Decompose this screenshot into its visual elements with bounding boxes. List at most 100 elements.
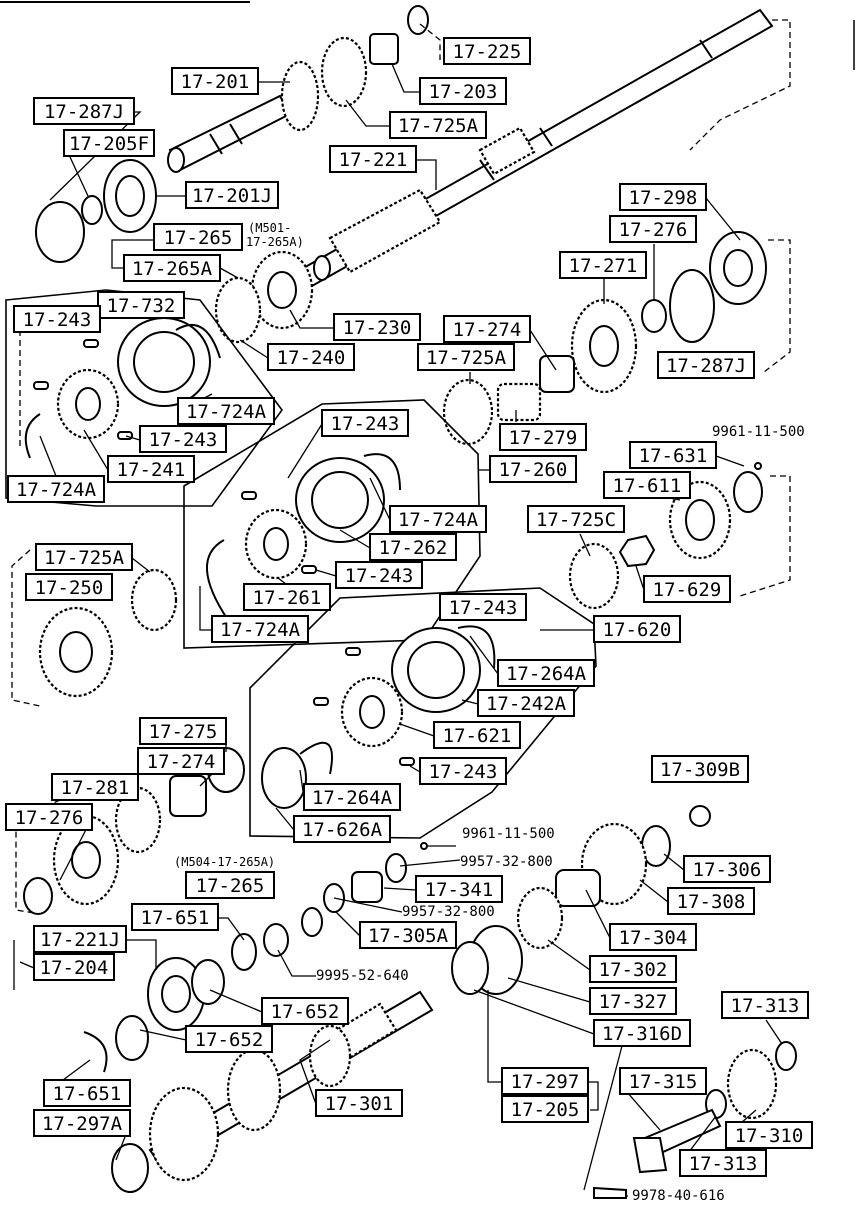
synchro-ring-icon [320, 36, 368, 108]
circlip-icon [407, 5, 429, 35]
label-text: 17-725A [398, 115, 479, 137]
label-box [33, 97, 135, 125]
part-label-17-629: 17-629 [643, 575, 731, 603]
label-box [329, 145, 417, 173]
ball-bearing-icon [103, 159, 157, 233]
label-box [7, 475, 105, 503]
label-text: 17-310 [735, 1125, 804, 1147]
label-box [137, 747, 225, 775]
label-text: 17-626A [302, 819, 383, 841]
label-box [619, 183, 707, 211]
label-box [443, 37, 531, 65]
label-text: 17-297 [511, 1071, 580, 1093]
label-text: 17-281 [61, 777, 130, 799]
spring-ring-icon [457, 625, 496, 669]
synchro-hub-icon [56, 368, 120, 440]
label-box [589, 955, 677, 983]
dash-line [11, 549, 41, 707]
part-label-17-264A-b: 17-264A [303, 783, 401, 811]
gear-icon [668, 480, 732, 560]
part-label-17-306: 17-306 [683, 855, 771, 883]
key-icon [33, 381, 49, 390]
circlip-icon [81, 195, 103, 225]
label-box [185, 871, 275, 899]
label-text: 17-631 [639, 445, 708, 467]
part-label-17-301: 17-301 [315, 1089, 403, 1117]
dash-line [739, 475, 791, 597]
plain-part-numbers: 9961-11-5009961-11-5009957-32-8009957-32… [316, 424, 805, 1204]
label-text: 17-274 [453, 319, 522, 341]
thrust-washer-icon [775, 1041, 797, 1071]
circlip-icon [83, 1031, 108, 1073]
thrust-washer-icon [641, 299, 667, 333]
label-box [243, 583, 331, 611]
label-box [51, 773, 139, 801]
part-number-pn-9957-a: 9957-32-800 [460, 854, 553, 870]
bearing-icon [641, 825, 671, 867]
label-box [335, 561, 423, 589]
key-icon [399, 757, 415, 766]
part-label-17-221J: 17-221J [33, 925, 127, 953]
part-label-17-260: 17-260 [489, 455, 577, 483]
part-label-17-264A-a: 17-264A [497, 659, 595, 687]
gear-icon [52, 814, 120, 906]
part-label-17-652-b: 17-652 [185, 1025, 273, 1053]
part-number-pn-9961-b: 9961-11-500 [462, 826, 555, 842]
label-box [131, 903, 219, 931]
part-label-17-242A: 17-242A [477, 689, 575, 717]
gear-icon [570, 298, 638, 394]
part-label-17-310: 17-310 [725, 1121, 813, 1149]
part-label-17-276-b: 17-276 [5, 803, 93, 831]
part-label-17-274-a: 17-274 [443, 315, 531, 343]
label-text: 17-724A [186, 401, 267, 423]
part-label-17-725A-b: 17-725A [417, 343, 515, 371]
input-shaft [167, 60, 320, 173]
part-label-17-241: 17-241 [107, 455, 195, 483]
label-box [139, 717, 227, 745]
part-label-17-297A: 17-297A [33, 1109, 131, 1137]
label-text: 17-204 [40, 957, 109, 979]
label-box [185, 1025, 273, 1053]
part-label-17-652-a: 17-652 [261, 997, 349, 1025]
part-label-17-724A-d: 17-724A [211, 615, 309, 643]
part-label-17-243-e: 17-243 [439, 593, 527, 621]
label-box [293, 815, 391, 843]
part-label-17-243-b: 17-243 [321, 409, 409, 437]
label-text: 17-725A [426, 347, 507, 369]
part-label-17-243-d: 17-243 [335, 561, 423, 589]
label-text: 17-306 [693, 859, 762, 881]
label-box [619, 1067, 707, 1095]
part-label-17-250: 17-250 [25, 573, 113, 601]
label-box [5, 803, 93, 831]
part-label-17-298: 17-298 [619, 183, 707, 211]
label-text: 17-205F [69, 133, 149, 155]
label-text: 17-302 [599, 959, 668, 981]
part-label-17-725A-c: 17-725A [35, 543, 133, 571]
part-number-pn-9978: 9978-40-616 [632, 1188, 725, 1204]
gear-icon [250, 250, 314, 330]
label-text: 17-242A [486, 693, 567, 715]
label-text: 17-313 [731, 995, 800, 1017]
label-text: 17-261 [253, 587, 322, 609]
lock-nut-icon [618, 534, 656, 568]
washer-icon [263, 923, 289, 957]
part-label-17-243-a: 17-243 [13, 305, 101, 333]
part-label-17-631: 17-631 [629, 441, 717, 469]
label-box [603, 471, 691, 499]
label-box [593, 1019, 691, 1047]
label-box [593, 615, 681, 643]
part-label-17-341: 17-341 [415, 875, 503, 903]
label-box [683, 855, 771, 883]
label-box [303, 783, 401, 811]
label-text: 17-241 [117, 459, 186, 481]
label-box [97, 291, 185, 319]
part-label-17-261: 17-261 [243, 583, 331, 611]
label-text: 17-724A [220, 619, 301, 641]
part-label-17-265A-a: 17-265A [123, 254, 221, 282]
key-icon [117, 431, 133, 440]
label-text: 17-287J [666, 355, 746, 377]
label-text: 17-243 [345, 565, 414, 587]
part-label-17-203: 17-203 [419, 77, 507, 105]
part-number-pn-9957-b: 9957-32-800 [402, 904, 495, 920]
synchro-ring-icon [214, 276, 262, 344]
